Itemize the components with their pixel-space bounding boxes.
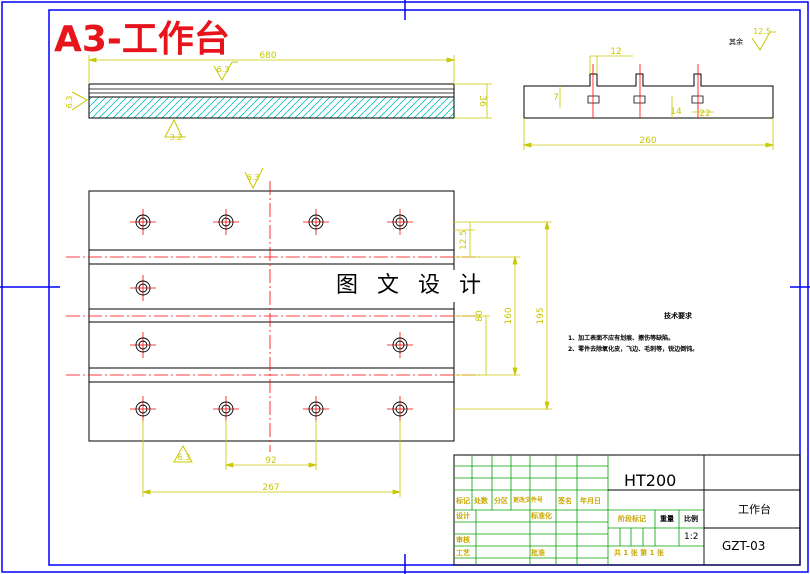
bolt-hole bbox=[130, 396, 156, 422]
drawing-title: A3-工作台 bbox=[54, 19, 230, 60]
process-label: 工艺 bbox=[456, 549, 470, 557]
plan-roughness-bottom-label: 6.3 bbox=[178, 453, 191, 462]
technical-requirements: 技术要求 1、加工表面不应有划痕、擦伤等缺陷。 2、零件去除氧化皮，飞边、毛刺等… bbox=[568, 311, 698, 353]
slot-dim-label: 14 bbox=[670, 107, 682, 117]
t-slot-lines bbox=[89, 249, 454, 383]
thickness-dimension-label: 36 bbox=[477, 95, 487, 107]
slot-width2-label: 22 bbox=[699, 109, 710, 119]
roughness-left-label: 6.3 bbox=[65, 96, 74, 109]
plan-roughness-bottom-symbol bbox=[173, 444, 193, 463]
plan-centerlines bbox=[66, 181, 480, 452]
corner-roughness-note: 12.5 其余 bbox=[729, 27, 776, 51]
slot-centerlines bbox=[592, 64, 699, 118]
row-label-count: 处数 bbox=[474, 497, 488, 505]
spacing2-label: 80 bbox=[475, 310, 485, 322]
roughness-symbol-left bbox=[71, 91, 88, 111]
review-label: 审核 bbox=[456, 536, 470, 544]
material-label: HT200 bbox=[624, 471, 677, 490]
sheets-label: 共 1 张 第 1 张 bbox=[614, 549, 664, 557]
corner-roughness-label: 12.5 bbox=[753, 27, 771, 36]
design-label: 设计 bbox=[456, 512, 470, 520]
standard-label: 标准化 bbox=[531, 512, 552, 520]
plan-dimension-lines bbox=[141, 220, 552, 497]
tech-requirement-item-2: 2、零件去除氧化皮，飞边、毛刺等，锐边倒钝。 bbox=[568, 345, 698, 353]
stage-header: 阶段标记 bbox=[618, 515, 646, 523]
roughness-top-label: 6.3 bbox=[217, 65, 230, 74]
row-label-mark: 标记 bbox=[456, 497, 470, 505]
part-name: 工作台 bbox=[738, 503, 771, 516]
bolt-hole bbox=[213, 209, 239, 235]
bolt-hole bbox=[387, 396, 413, 422]
row-label-date: 年月日 bbox=[580, 497, 601, 505]
plate-elevation-view: 680 36 6.3 6.3 3.2 bbox=[65, 51, 492, 142]
length-dimension bbox=[87, 55, 456, 84]
thickness-dimension bbox=[454, 83, 492, 119]
side-width-label: 260 bbox=[639, 136, 656, 146]
tech-requirements-heading: 技术要求 bbox=[664, 311, 693, 320]
scale-value: 1:2 bbox=[684, 532, 699, 542]
weight-header: 重量 bbox=[660, 515, 674, 523]
drawing-code: GZT-03 bbox=[722, 539, 766, 553]
bolt-hole bbox=[387, 209, 413, 235]
bolt-hole bbox=[303, 209, 329, 235]
corner-note-label: 其余 bbox=[729, 37, 743, 46]
row-label-file: 更改文件号 bbox=[513, 497, 544, 504]
roughness-bottom-label: 3.2 bbox=[170, 133, 183, 142]
hole-span-label: 267 bbox=[262, 483, 279, 493]
t-slot-section-view: 12 7 14 22 260 bbox=[522, 47, 775, 150]
spacing3-label: 160 bbox=[504, 307, 514, 324]
bolt-hole bbox=[387, 332, 413, 358]
tech-requirement-item-1: 1、加工表面不应有划痕、擦伤等缺陷。 bbox=[568, 334, 674, 342]
bolt-holes bbox=[130, 209, 413, 422]
slot-depth-label: 7 bbox=[553, 93, 559, 103]
spacing4-label: 195 bbox=[536, 307, 546, 324]
bolt-hole bbox=[303, 396, 329, 422]
length-dimension-label: 680 bbox=[259, 51, 276, 61]
bolt-hole bbox=[213, 396, 239, 422]
bolt-hole bbox=[130, 209, 156, 235]
scale-header: 比例 bbox=[684, 515, 698, 523]
spacing1-label: 12.5 bbox=[459, 230, 469, 250]
plan-roughness-top-symbol bbox=[244, 167, 264, 190]
slot-width-label: 12 bbox=[610, 47, 621, 57]
roughness-symbol-bottom bbox=[164, 118, 186, 138]
plan-roughness-top-label: 6.3 bbox=[247, 173, 260, 182]
hole-pitch-label: 92 bbox=[265, 456, 276, 466]
title-block bbox=[453, 454, 801, 566]
row-label-zone: 分区 bbox=[494, 497, 508, 505]
bolt-hole bbox=[130, 332, 156, 358]
plate-plan-view: 12.5 80 160 195 92 267 6.3 6.3 bbox=[66, 167, 552, 497]
watermark-text: 图 文 设 计 bbox=[330, 270, 493, 302]
row-label-sign: 签名 bbox=[558, 497, 572, 505]
approve-label: 批准 bbox=[531, 549, 545, 557]
roughness-symbol-top bbox=[213, 61, 238, 82]
bolt-hole bbox=[130, 275, 156, 301]
